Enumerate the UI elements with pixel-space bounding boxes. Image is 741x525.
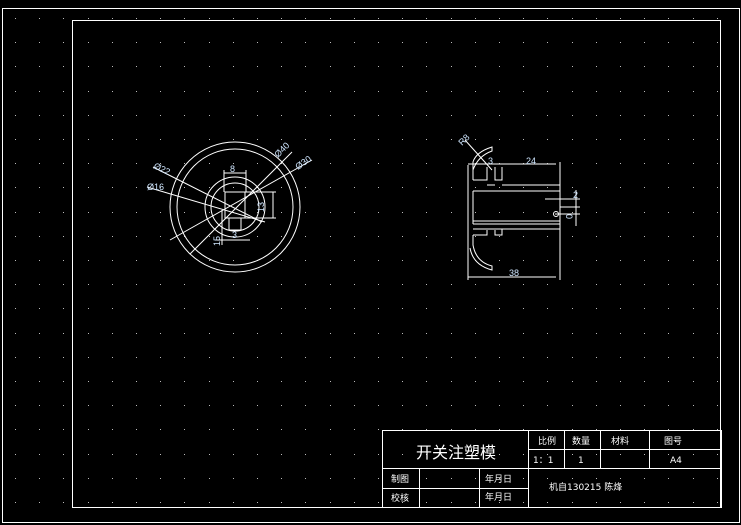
dim-d30: Ø30 (293, 154, 313, 172)
title-block: 开关注塑模 比例 数量 材料 图号 1：1 1 A4 制图 校核 年月日 年月日… (382, 430, 722, 508)
sheet-border (2, 8, 740, 523)
dim-d40: Ø40 (272, 140, 291, 159)
scale-label: 比例 (538, 435, 556, 447)
dim-0: 0 (564, 214, 574, 219)
dim-d16: Ø16 (147, 182, 164, 192)
dim-24: 24 (526, 156, 536, 166)
drawing-title: 开关注塑模 (416, 443, 496, 462)
drawing-frame (72, 20, 721, 508)
dim-3: 3 (232, 230, 237, 240)
grid-dots (15, 18, 718, 503)
date-label-2: 年月日 (485, 491, 512, 503)
dim-38: 38 (509, 268, 519, 278)
qty-value: 1 (578, 456, 584, 466)
author: 机自130215 陈烽 (549, 481, 622, 493)
dim-15: 15 (212, 236, 222, 246)
material-label: 材料 (611, 435, 629, 447)
dim-side-3: 3 (488, 156, 493, 166)
date-label-1: 年月日 (485, 473, 512, 485)
side-view: R8 3 24 2 0 38 (456, 132, 580, 280)
scale-value: 1：1 (533, 456, 553, 466)
checked-label: 校核 (391, 492, 409, 504)
dim-2: 2 (573, 190, 578, 200)
qty-label: 数量 (572, 435, 590, 447)
drawing-no-value: A4 (670, 456, 682, 466)
front-view: Ø22 Ø16 Ø40 Ø30 8 13 3 15 (146, 140, 313, 273)
dim-13: 13 (256, 202, 266, 212)
drawn-label: 制图 (391, 473, 409, 485)
drawing-no-label: 图号 (664, 436, 682, 447)
dim-8: 8 (230, 164, 235, 174)
